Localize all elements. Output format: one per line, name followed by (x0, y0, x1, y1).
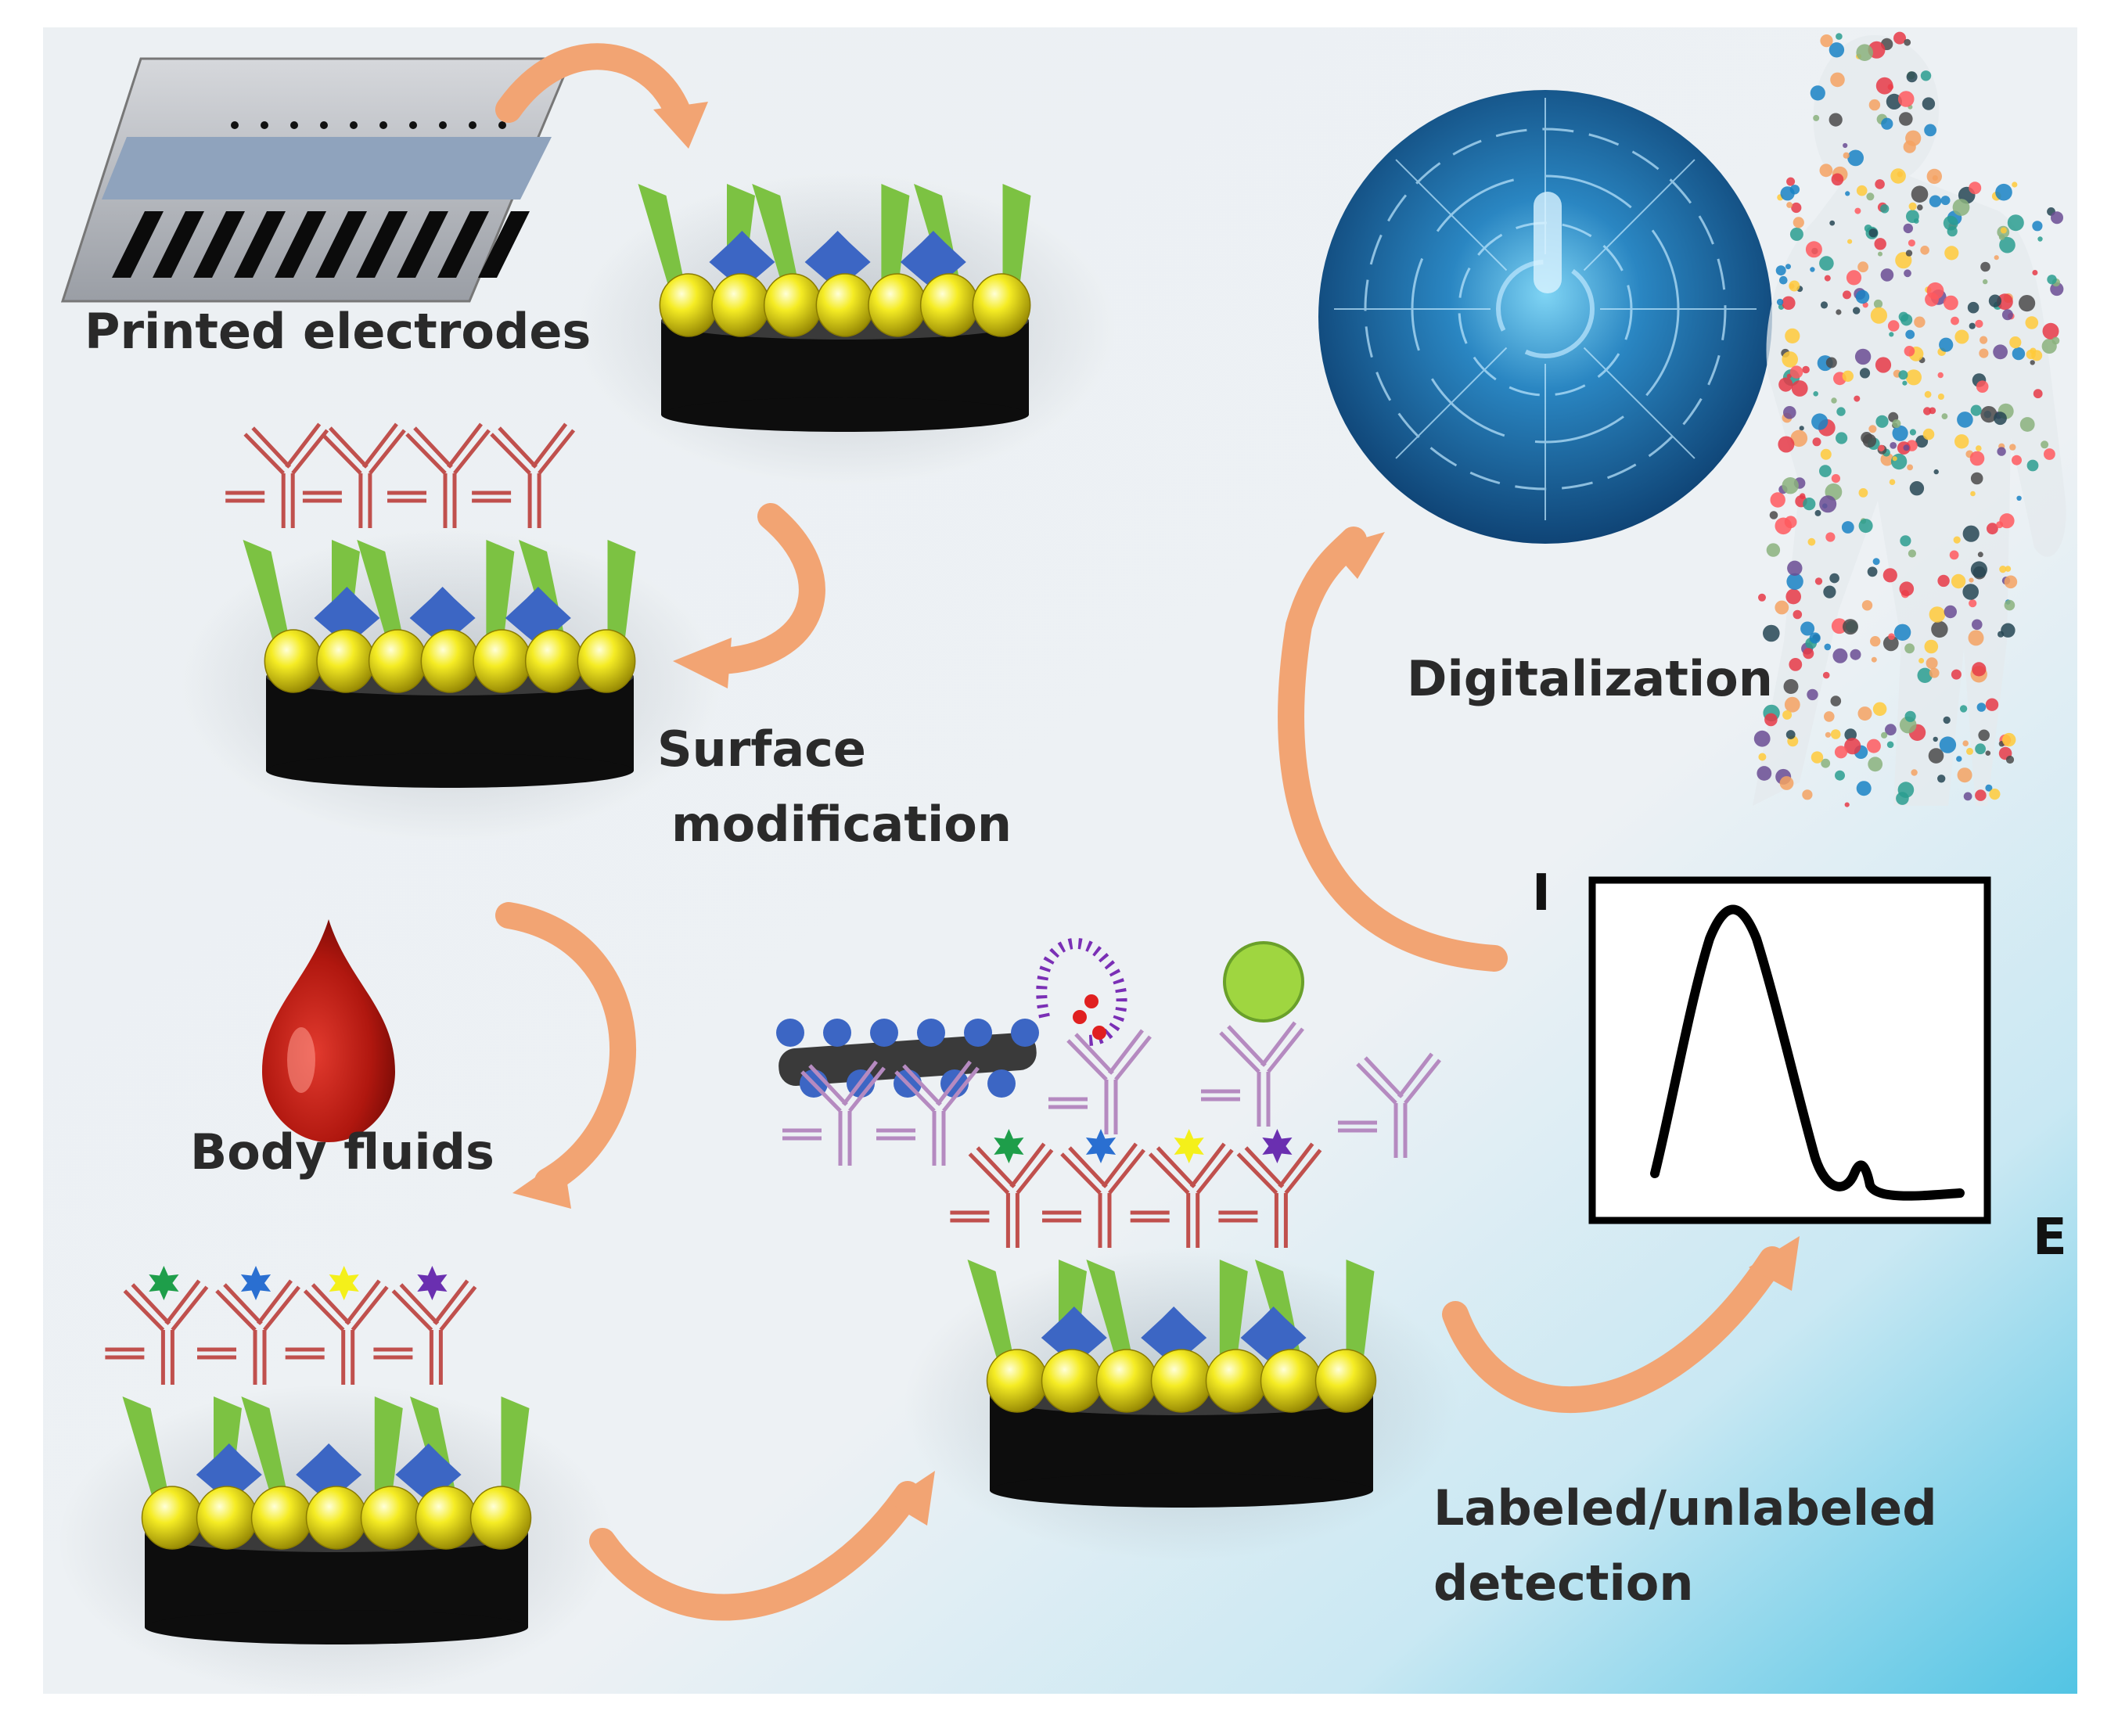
axis-label-i: I (1532, 864, 1551, 922)
label-surface-modification: Surface modification (657, 712, 1012, 862)
digital-globe-icon (1318, 90, 1772, 544)
arrow-voltammogram-to-globe (1278, 527, 1508, 972)
voltammogram-icon (1588, 876, 1991, 1224)
arrow-modified-to-fluids (495, 902, 637, 1209)
arrow-fluids-to-labeled (589, 1471, 935, 1621)
label-digitalization: Digitalization (1407, 650, 1773, 707)
label-surface-line2: modification (671, 796, 1012, 854)
sensor-bare-electrode (638, 184, 1031, 432)
human-silhouette-icon (1753, 31, 2066, 807)
axis-label-e: E (2033, 1209, 2067, 1267)
sensor-antigen-capture (105, 1266, 532, 1644)
printed-electrode-strip-icon (60, 57, 574, 303)
arrow-strip-to-bare (495, 43, 708, 149)
label-labeled-line1: Labeled/unlabeled (1433, 1479, 1937, 1537)
arrow-bare-to-modified (673, 503, 825, 688)
arrow-labeled-to-voltammogram (1442, 1236, 1800, 1413)
label-body-fluids: Body fluids (190, 1123, 494, 1181)
sensor-modified-electrode (225, 422, 636, 788)
blood-drop-icon (262, 919, 395, 1142)
sensor-labeled-detection (950, 1129, 1377, 1508)
label-printed-electrodes: Printed electrodes (85, 303, 592, 360)
label-labeled-line2: detection (1433, 1554, 1694, 1612)
label-surface-line1: Surface (657, 721, 866, 778)
label-labeled-unlabeled-detection: Labeled/unlabeled detection (1433, 1471, 1937, 1621)
